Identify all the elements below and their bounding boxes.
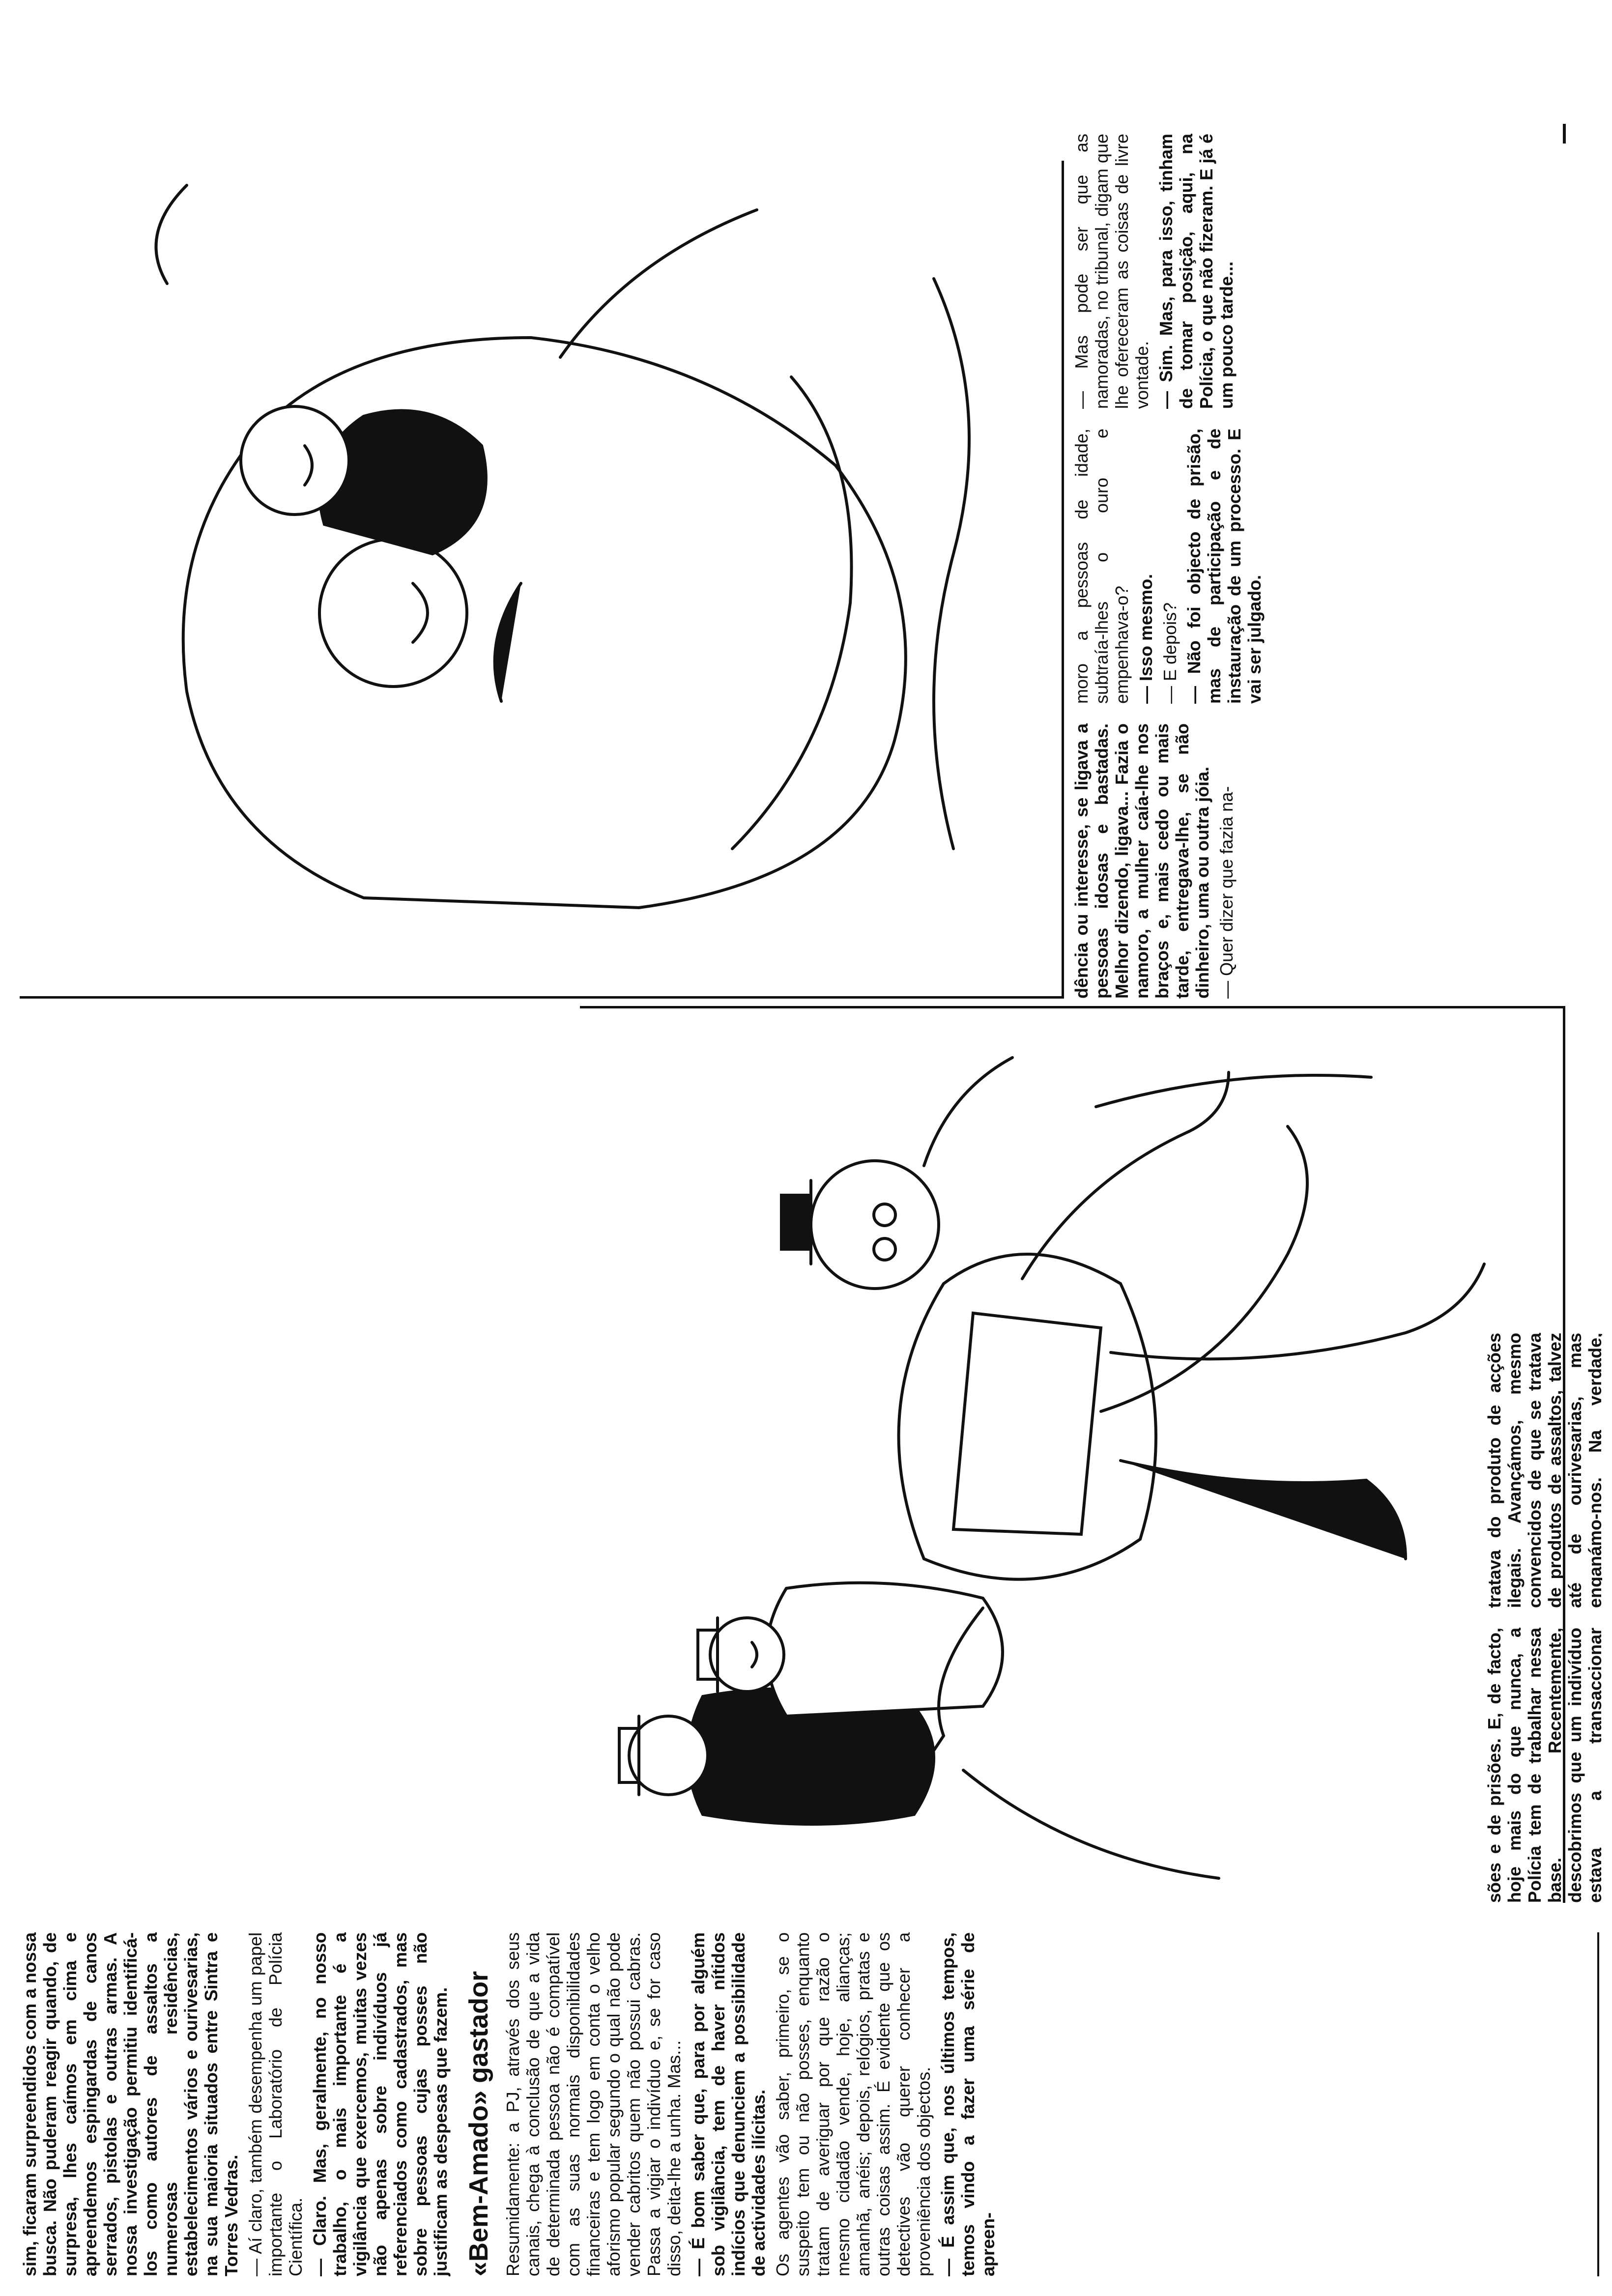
intro-paragraph: sim, ficaram surpreendidos com a nossa b…	[20, 1932, 241, 2276]
paragraph: — É bom saber que, para por alguém sob v…	[688, 1932, 769, 2276]
article-column-2: sões e de prisões. E, de facto, hoje mai…	[1484, 1628, 1602, 1903]
paragraph: Resumidamente: a PJ, através dos seus ca…	[503, 1932, 684, 2276]
paragraph: moro a pessoas de idade, subtraía-lhes o…	[1071, 429, 1132, 704]
paragraph: — Aí claro, também desempenha um papel i…	[245, 1932, 306, 2276]
article-column-6: — Mas pode ser que as namoradas, no trib…	[1071, 134, 1592, 409]
paragraph: — Sim. Mas, para isso, tinham de tomar p…	[1156, 134, 1237, 409]
article-column-1: sim, ficaram surpreendidos com a nossa b…	[20, 1932, 1602, 2276]
paragraph: dência ou interesse, se ligava a pessoas…	[1071, 723, 1212, 999]
paragraph: — É assim que, nos últimos tempos, temos…	[938, 1932, 998, 2276]
cartoon-thief-with-loot	[618, 1056, 1486, 1880]
column-rule	[1597, 1932, 1599, 2276]
corner-mark	[1563, 124, 1566, 144]
paragraph: — Isso mesmo.	[1136, 574, 1156, 704]
paragraph: Os agentes vão saber, primeiro, se o sus…	[773, 1932, 934, 2276]
paragraph: — Não foi objecto de prisão, mas de part…	[1184, 429, 1265, 704]
paragraph: — Mas pode ser que as namoradas, no trib…	[1071, 134, 1152, 409]
paragraph: — Claro. Mas, geralmente, no nosso traba…	[310, 1932, 451, 2276]
article-column-4: dência ou interesse, se ligava a pessoas…	[1071, 723, 1592, 999]
article-column-3: tratava do produto de acções ilegais. Av…	[1484, 1333, 1602, 1608]
illustration-frame-right	[20, 161, 1064, 999]
paragraph: — Quer dizer que fazia na-	[1216, 786, 1237, 999]
subheading: «Bem-Amado» gastador	[464, 1971, 493, 2276]
paragraph: — E depois?	[1160, 602, 1180, 704]
article-column-5: moro a pessoas de idade, subtraía-lhes o…	[1071, 429, 1592, 704]
illustration-frame-left	[580, 1006, 1565, 1903]
cartoon-couple	[154, 184, 971, 910]
